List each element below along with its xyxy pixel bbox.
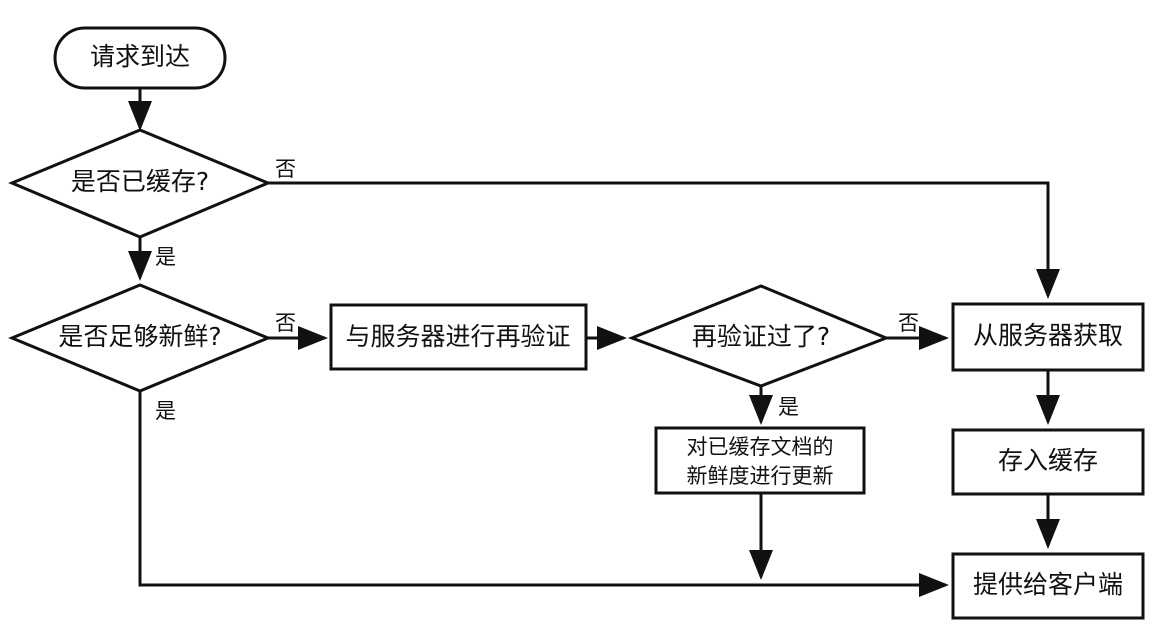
process-update-freshness [654,426,866,495]
process-serve [951,552,1145,620]
edge-label-fresh-yes: 是 [155,399,176,423]
decision-cached [8,128,272,239]
decision-cached-label: 是否已缓存? [71,167,209,196]
process-store-label: 存入缓存 [998,446,1098,475]
process-update-line1: 对已缓存文档的 [687,435,834,459]
process-update-line2: 新鲜度进行更新 [687,464,834,488]
process-serve-label: 提供给客户端 [973,570,1123,599]
decision-revalidated-label: 再验证过了? [692,322,830,351]
start-label: 请求到达 [90,42,190,71]
start-terminal [53,26,227,90]
edge-cached-no [268,181,1060,299]
edge-label-cached-no: 否 [275,157,296,181]
decision-fresh-label: 是否足够新鲜? [58,322,221,351]
process-fetch-label: 从服务器获取 [973,321,1123,350]
edge-label-revalidated-yes: 是 [778,395,799,419]
process-revalidate-label: 与服务器进行再验证 [345,322,570,351]
edge-label-cached-yes: 是 [155,245,176,269]
edge-label-revalidated-no: 否 [898,311,919,335]
process-store [951,428,1145,496]
decision-fresh [8,283,272,393]
process-revalidate [329,303,588,371]
edge-label-fresh-no: 否 [275,311,296,335]
process-fetch [951,302,1145,372]
edge-fresh-yes [138,391,949,597]
decision-revalidated [627,284,891,388]
